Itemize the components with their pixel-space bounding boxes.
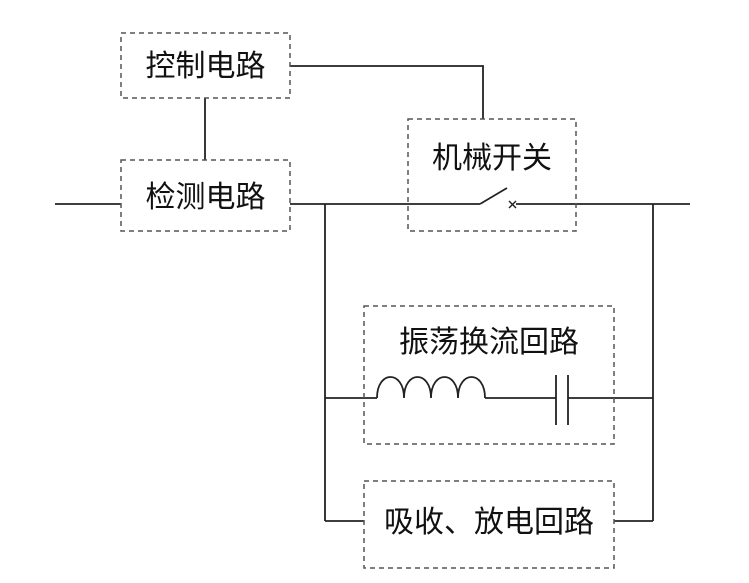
absorption-discharge-label: 吸收、放电回路 [384, 505, 594, 540]
wire-control-switch [290, 65, 484, 119]
switch-contact-icon [508, 200, 517, 209]
mechanical-switch-box [407, 118, 577, 232]
oscillation-commutation-label: 振荡换流回路 [399, 325, 579, 360]
mechanical-switch-label: 机械开关 [432, 141, 552, 176]
detection-circuit-box [120, 159, 291, 232]
wires [55, 65, 690, 522]
absorption-discharge-box [363, 480, 615, 569]
inductor [376, 376, 486, 399]
oscillation-commutation-box [363, 305, 615, 445]
detection-circuit-label: 检测电路 [146, 180, 266, 215]
control-circuit-box [120, 32, 291, 99]
switch-blade [479, 187, 508, 205]
control-circuit-label: 控制电路 [146, 49, 266, 84]
